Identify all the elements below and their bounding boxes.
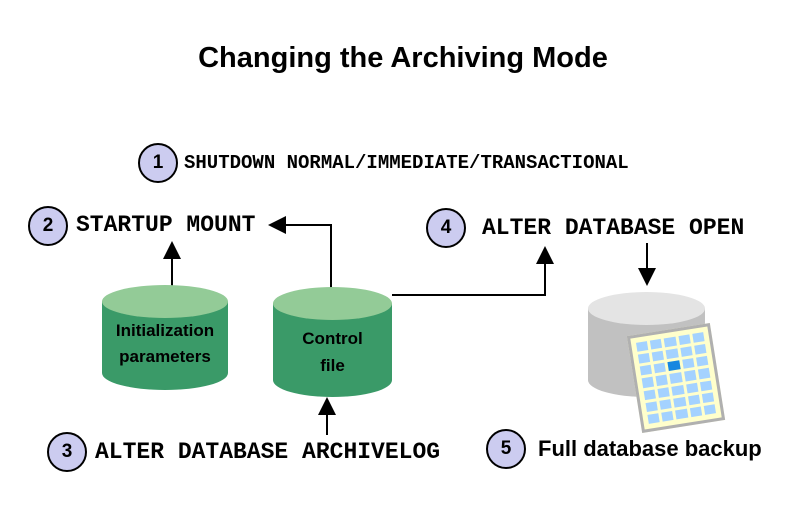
initialization-parameters-label: Initialization parameters: [96, 318, 234, 370]
grid-cell: [703, 404, 716, 415]
command-shutdown: SHUTDOWN NORMAL/IMMEDIATE/TRANSACTIONAL: [184, 152, 629, 174]
grid-cell: [667, 360, 681, 372]
step-badge-3: 3: [47, 432, 87, 472]
initialization-parameters-cylinder: Initialization parameters: [102, 285, 228, 390]
grid-cell: [651, 350, 665, 362]
grid-cell: [695, 356, 709, 367]
grid-cell: [657, 386, 671, 398]
label-full-database-backup: Full database backup: [538, 436, 762, 461]
grid-cell: [697, 368, 711, 379]
grid-cell: [659, 398, 673, 410]
grid-cell: [683, 370, 697, 382]
label-line1: Initialization: [115, 321, 215, 340]
grid-cell: [687, 394, 701, 406]
step-badge-5: 5: [486, 429, 526, 469]
grid-cell: [641, 377, 655, 388]
datafile-grid-icon: [626, 323, 726, 433]
step-number: 2: [42, 215, 54, 236]
grid-cell: [647, 413, 660, 424]
arrow-controlfile-to-startup-mount: [268, 216, 332, 289]
grid-cell: [673, 396, 687, 408]
grid-cell: [689, 406, 702, 418]
datafile-grid-cells: [636, 332, 716, 424]
control-file-label: Control file: [267, 325, 398, 379]
step-badge-1: 1: [138, 143, 178, 183]
grid-cell: [639, 365, 653, 376]
grid-cell: [701, 392, 715, 403]
page-title: Changing the Archiving Mode: [198, 42, 608, 74]
grid-cell: [675, 408, 688, 420]
grid-cell: [645, 401, 658, 412]
grid-cell: [665, 348, 679, 360]
command-alter-database-open: ALTER DATABASE OPEN: [482, 215, 745, 241]
grid-cell: [664, 336, 677, 348]
grid-cell: [636, 341, 649, 352]
grid-cell: [661, 410, 674, 422]
grid-cell: [671, 384, 685, 396]
cylinder-top: [273, 287, 392, 320]
step-badge-4: 4: [426, 208, 466, 248]
grid-cell: [679, 346, 693, 358]
grid-cell: [637, 353, 651, 364]
grid-cell: [678, 334, 691, 346]
grid-cell: [650, 338, 663, 350]
label-line1: Control: [302, 329, 363, 348]
control-file-cylinder: Control file: [273, 287, 392, 397]
grid-cell: [692, 332, 705, 343]
cylinder-top: [102, 285, 228, 318]
grid-cell: [653, 362, 667, 374]
label-line2: file: [320, 356, 345, 375]
arrow-controlfile-to-alter-database-open: [392, 246, 554, 296]
command-startup-mount: STARTUP MOUNT: [76, 212, 256, 238]
grid-cell: [643, 389, 657, 400]
grid-cell: [694, 344, 707, 355]
step-number: 1: [152, 152, 164, 173]
grid-cell: [681, 358, 695, 370]
step-number: 5: [500, 438, 512, 459]
grid-cell: [699, 380, 713, 391]
grid-cell: [685, 382, 699, 394]
label-line2: parameters: [119, 347, 211, 366]
cylinder-top: [588, 292, 705, 325]
command-alter-database-archivelog: ALTER DATABASE ARCHIVELOG: [95, 439, 441, 465]
grid-cell: [669, 372, 683, 384]
step-number: 3: [61, 441, 73, 462]
grid-cell: [655, 374, 669, 386]
step-number: 4: [440, 217, 452, 238]
step-badge-2: 2: [28, 206, 68, 246]
